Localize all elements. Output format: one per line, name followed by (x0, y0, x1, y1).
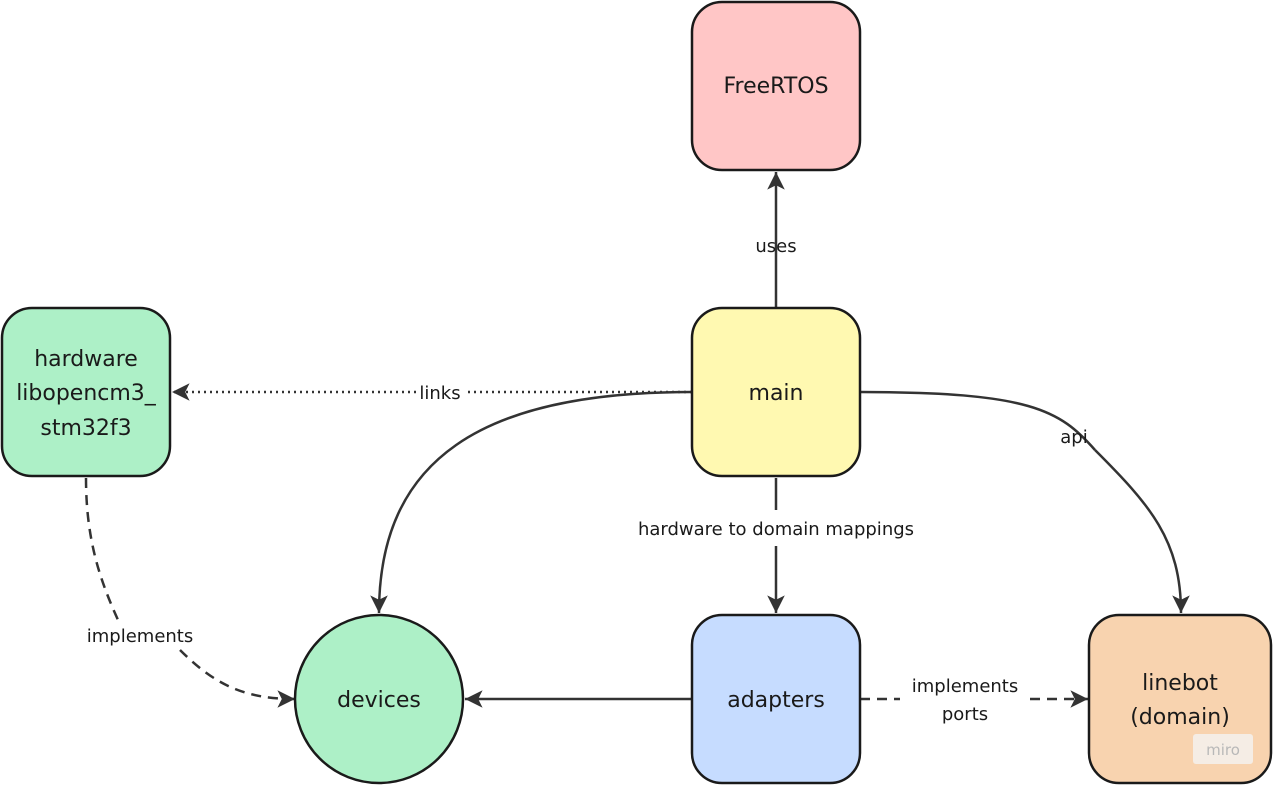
edge-label-ports-line-2: ports (942, 704, 988, 725)
edge-label-uses: uses (755, 236, 796, 257)
node-linebot-label-line-1: linebot (1142, 671, 1218, 696)
node-freertos[interactable]: FreeRTOS (690, 0, 862, 172)
node-hardware[interactable]: hardware libopencm3_ stm32f3 (0, 306, 172, 478)
node-hardware-label-line-1: hardware (34, 347, 138, 372)
edge-label-api: api (1060, 427, 1087, 448)
miro-watermark-bg (1193, 734, 1253, 764)
node-hardware-label-line-2: libopencm3_ (16, 381, 157, 406)
node-main-label: main (749, 381, 804, 406)
edge-label-mappings: hardware to domain mappings (638, 519, 914, 540)
node-freertos-label: FreeRTOS (723, 74, 828, 99)
node-linebot-label-line-2: (domain) (1130, 705, 1230, 730)
node-devices-label: devices (337, 688, 421, 713)
edge-main-api-linebot[interactable] (859, 390, 1190, 614)
edge-main-devices[interactable] (370, 390, 693, 614)
edge-hardware-implements-devices[interactable] (84, 477, 296, 708)
node-hardware-label-line-3: stm32f3 (40, 416, 131, 441)
edge-label-implements-line-1: implements (912, 676, 1019, 697)
node-main[interactable]: main (690, 306, 862, 478)
node-adapters-label: adapters (727, 688, 825, 713)
miro-watermark: miro (1193, 734, 1253, 764)
node-devices[interactable]: devices (293, 613, 465, 785)
edge-label-links: links (419, 383, 460, 404)
edge-label-implements: implements (87, 626, 194, 647)
miro-watermark-text: miro (1206, 741, 1240, 759)
node-adapters[interactable]: adapters (690, 613, 862, 785)
